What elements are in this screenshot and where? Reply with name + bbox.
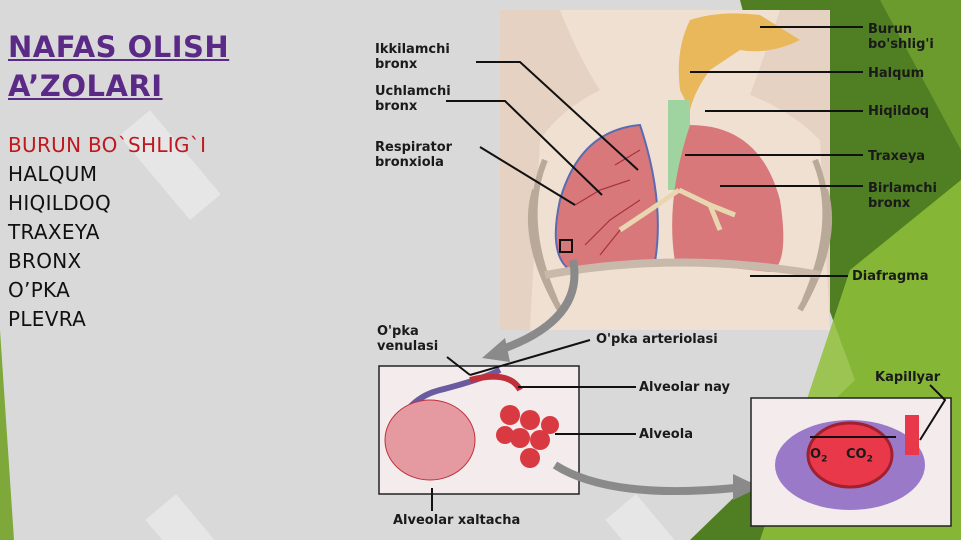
- alveolar-sac-left: [384, 399, 476, 481]
- ribs: [527, 158, 833, 312]
- organ-item: HALQUM: [8, 162, 98, 186]
- alveoli-cluster: [496, 405, 559, 468]
- label-traxeya: Traxeya: [868, 149, 926, 164]
- organ-item: TRAXEYA: [8, 220, 100, 244]
- zoom-square: [559, 239, 573, 253]
- zoom-arrow-2: [552, 461, 736, 496]
- zoom-arrowhead-2: [733, 474, 760, 500]
- organ-list: BURUN BO`SHLIG`I HALQUM HIQILDOQ TRAXEYA…: [8, 131, 206, 334]
- label-uchlamchi-bronx: Uchlamchi bronx: [375, 84, 451, 114]
- label-alveola: Alveola: [639, 427, 693, 442]
- right-lung: [672, 125, 784, 272]
- left-lung: [554, 123, 659, 272]
- bronchi: [618, 187, 736, 233]
- label-alveolar-nay: Alveolar nay: [639, 380, 731, 395]
- bronchioles: [574, 149, 641, 256]
- label-kapillyar: Kapillyar: [875, 370, 941, 385]
- zoom-arrow-1: [498, 259, 579, 354]
- label-halqum: Halqum: [868, 66, 925, 81]
- label-diafragma: Diafragma: [852, 269, 929, 284]
- label-hiqildoq: Hiqildoq: [868, 104, 930, 119]
- label-birlamchi-bronx: Birlamchi bronx: [868, 181, 937, 211]
- zoom-arrowhead-1: [482, 338, 510, 362]
- organ-item: HIQILDOQ: [8, 191, 112, 215]
- leader-lines: [431, 26, 947, 511]
- label-opka-arteriolasi: O'pka arteriolasi: [596, 332, 718, 347]
- capillary-vessel: [905, 415, 919, 455]
- organ-item: BRONX: [8, 249, 82, 273]
- label-opka-venulasi: O'pka venulasi: [377, 324, 439, 354]
- organ-item: O’PKA: [8, 278, 71, 302]
- nasal-cavity: [678, 13, 800, 110]
- diaphragm: [544, 258, 821, 279]
- gas-co2-label: CO2: [846, 447, 873, 465]
- gas-o2-label: O2: [810, 447, 828, 465]
- label-ikkilamchi-bronx: Ikkilamchi bronx: [375, 42, 450, 72]
- label-respirator-bronxiola: Respirator bronxiola: [375, 140, 453, 170]
- slide-title: NAFAS OLISH A’ZOLARI: [8, 28, 229, 106]
- alveolus-zoom: [806, 421, 894, 489]
- label-burun-boshligi: Burun bo'shlig'i: [868, 22, 934, 52]
- label-alveolar-xaltacha: Alveolar xaltacha: [393, 513, 521, 528]
- title-line-1: NAFAS OLISH: [8, 30, 230, 64]
- organ-item: BURUN BO`SHLIG`I: [8, 133, 207, 157]
- left-accent-shape: [0, 330, 14, 540]
- title-line-2: A’ZOLARI: [8, 69, 163, 103]
- right-top-panel: [880, 0, 961, 150]
- organ-item: PLEVRA: [8, 307, 87, 331]
